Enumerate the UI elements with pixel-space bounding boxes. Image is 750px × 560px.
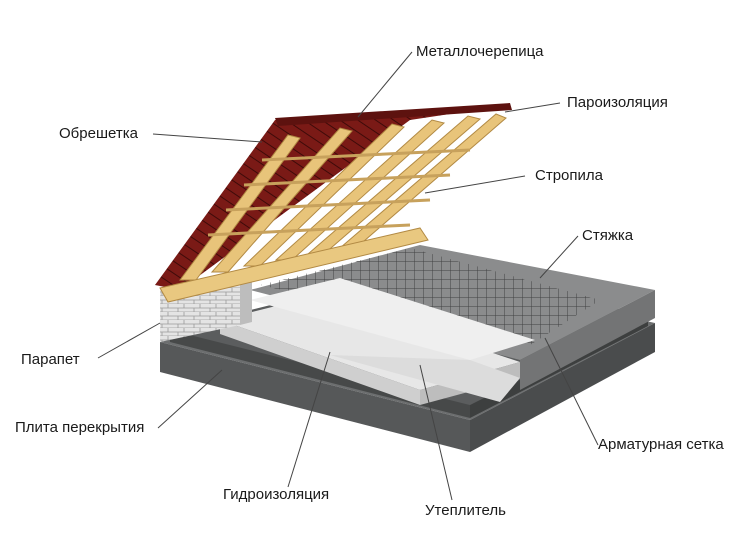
leader-parapet (97, 322, 161, 359)
label-screed: Стяжка (582, 227, 634, 244)
base-beam (159, 227, 429, 303)
label-rafters: Стропила (535, 167, 603, 184)
leader-vapor-barrier (504, 102, 561, 113)
insulation-layer (220, 278, 535, 405)
roof-battens (207, 148, 471, 237)
leader-floor-slab (157, 369, 223, 429)
label-insulation: Утеплитель (425, 502, 506, 519)
label-vapor-barrier: Пароизоляция (567, 94, 668, 111)
leader-metal-tile (357, 51, 413, 118)
leader-waterproofing (287, 351, 331, 488)
leader-lines (97, 51, 599, 501)
label-floor-slab: Плита перекрытия (15, 419, 145, 436)
label-rebar-mesh: Арматурная сетка (598, 436, 724, 453)
label-battens: Обрешетка (59, 125, 138, 142)
label-parapet: Парапет (21, 351, 80, 368)
leader-rebar-mesh (544, 337, 599, 446)
rebar-mesh (260, 248, 600, 345)
rafters (179, 113, 507, 281)
label-waterproofing: Гидроизоляция (223, 486, 330, 503)
leader-screed (539, 235, 579, 279)
leader-rafters (424, 175, 526, 194)
leader-insulation (419, 364, 453, 501)
label-metal-tile: Металлочерепица (416, 43, 544, 60)
leader-battens (152, 133, 263, 143)
